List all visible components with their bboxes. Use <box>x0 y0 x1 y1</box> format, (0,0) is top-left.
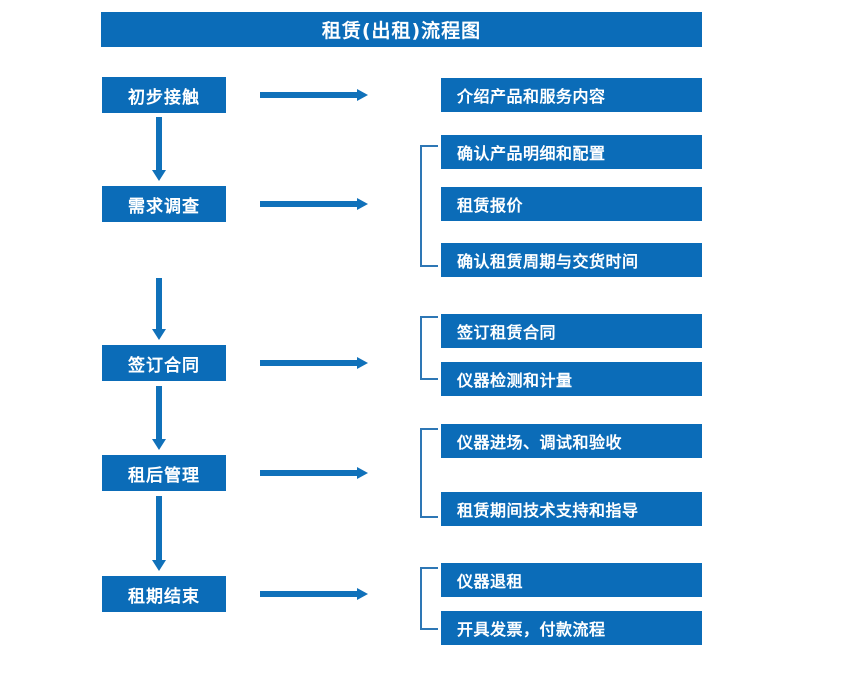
down-arrow-head-icon <box>152 329 166 340</box>
stage-box-3[interactable]: 签订合同 <box>102 345 226 381</box>
detail-box-2[interactable]: 确认产品明细和配置 <box>441 135 702 169</box>
detail-box-4[interactable]: 确认租赁周期与交货时间 <box>441 243 702 277</box>
down-arrow-2 <box>152 278 166 340</box>
down-arrow-head-icon <box>152 560 166 571</box>
right-arrow-shaft <box>260 591 358 597</box>
group-bracket-1 <box>420 145 438 267</box>
detail-box-1[interactable]: 介绍产品和服务内容 <box>441 78 702 112</box>
detail-box-6[interactable]: 仪器检测和计量 <box>441 362 702 396</box>
down-arrow-head-icon <box>152 439 166 450</box>
detail-box-7[interactable]: 仪器进场、调试和验收 <box>441 424 702 458</box>
stage-box-2[interactable]: 需求调查 <box>102 186 226 222</box>
detail-box-5[interactable]: 签订租赁合同 <box>441 314 702 348</box>
right-arrow-shaft <box>260 470 358 476</box>
right-arrow-head-icon <box>357 467 368 479</box>
detail-box-10[interactable]: 开具发票，付款流程 <box>441 611 702 645</box>
right-arrow-1 <box>260 89 368 101</box>
down-arrow-shaft <box>156 496 162 560</box>
right-arrow-head-icon <box>357 198 368 210</box>
down-arrow-shaft <box>156 386 162 439</box>
stage-box-5[interactable]: 租期结束 <box>102 576 226 612</box>
down-arrow-4 <box>152 496 166 571</box>
down-arrow-head-icon <box>152 170 166 181</box>
right-arrow-shaft <box>260 360 358 366</box>
right-arrow-3 <box>260 357 368 369</box>
down-arrow-1 <box>152 117 166 181</box>
group-bracket-2 <box>420 316 438 380</box>
right-arrow-head-icon <box>357 588 368 600</box>
right-arrow-5 <box>260 588 368 600</box>
detail-box-3[interactable]: 租赁报价 <box>441 187 702 221</box>
right-arrow-4 <box>260 467 368 479</box>
diagram-title: 租赁(出租)流程图 <box>101 12 702 47</box>
right-arrow-2 <box>260 198 368 210</box>
stage-box-4[interactable]: 租后管理 <box>102 455 226 491</box>
down-arrow-3 <box>152 386 166 450</box>
right-arrow-shaft <box>260 92 358 98</box>
down-arrow-shaft <box>156 278 162 329</box>
stage-box-1[interactable]: 初步接触 <box>102 77 226 113</box>
detail-box-8[interactable]: 租赁期间技术支持和指导 <box>441 492 702 526</box>
down-arrow-shaft <box>156 117 162 170</box>
detail-box-9[interactable]: 仪器退租 <box>441 563 702 597</box>
group-bracket-4 <box>420 567 438 630</box>
right-arrow-head-icon <box>357 357 368 369</box>
group-bracket-3 <box>420 428 438 518</box>
right-arrow-head-icon <box>357 89 368 101</box>
right-arrow-shaft <box>260 201 358 207</box>
